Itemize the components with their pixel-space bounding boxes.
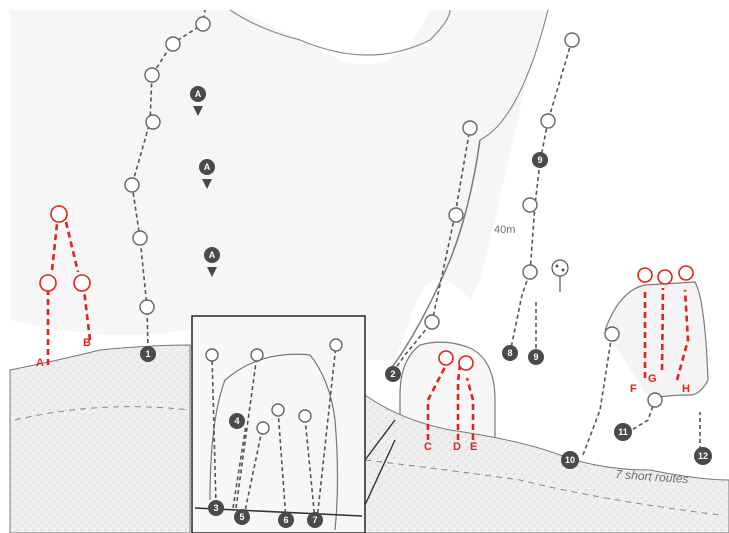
svg-text:A: A xyxy=(204,162,211,172)
route-marker-5: 5 xyxy=(234,509,250,525)
svg-text:11: 11 xyxy=(618,427,628,437)
route-marker-11: 11 xyxy=(614,423,632,441)
route-marker-8: 8 xyxy=(502,345,518,361)
route-marker-2: 2 xyxy=(385,366,401,382)
svg-text:A: A xyxy=(195,89,202,99)
svg-text:7: 7 xyxy=(312,515,317,525)
svg-text:10: 10 xyxy=(565,455,575,465)
svg-text:3: 3 xyxy=(213,503,218,513)
svg-text:H: H xyxy=(682,383,690,395)
svg-text:E: E xyxy=(470,441,477,453)
svg-text:C: C xyxy=(424,441,432,453)
svg-text:B: B xyxy=(83,337,91,349)
svg-text:G: G xyxy=(648,373,657,385)
ground-area xyxy=(10,345,190,533)
svg-text:9: 9 xyxy=(537,155,542,165)
cliff-face xyxy=(10,10,548,360)
route-marker-3: 3 xyxy=(208,500,224,516)
svg-text:A: A xyxy=(36,357,44,369)
route-marker-4: 4 xyxy=(229,413,245,429)
svg-text:9: 9 xyxy=(533,352,538,362)
svg-text:F: F xyxy=(630,383,637,395)
svg-text:6: 6 xyxy=(283,515,288,525)
svg-text:A: A xyxy=(209,250,216,260)
svg-text:D: D xyxy=(453,441,461,453)
svg-text:1: 1 xyxy=(145,349,150,359)
tree-icon xyxy=(552,260,568,292)
svg-text:8: 8 xyxy=(507,348,512,358)
svg-text:4: 4 xyxy=(234,416,239,426)
svg-text:5: 5 xyxy=(239,512,244,522)
route-marker-1: 1 xyxy=(140,346,156,362)
route-marker-9-lower: 9 xyxy=(528,349,544,365)
route-marker-9-upper: 9 xyxy=(532,152,548,168)
route-marker-12: 12 xyxy=(694,447,712,465)
svg-text:12: 12 xyxy=(698,451,708,461)
route-marker-10: 10 xyxy=(561,451,579,469)
svg-text:2: 2 xyxy=(390,369,395,379)
distance-label: 40m xyxy=(494,224,515,236)
route-marker-6: 6 xyxy=(278,512,294,528)
route-marker-7: 7 xyxy=(307,512,323,528)
